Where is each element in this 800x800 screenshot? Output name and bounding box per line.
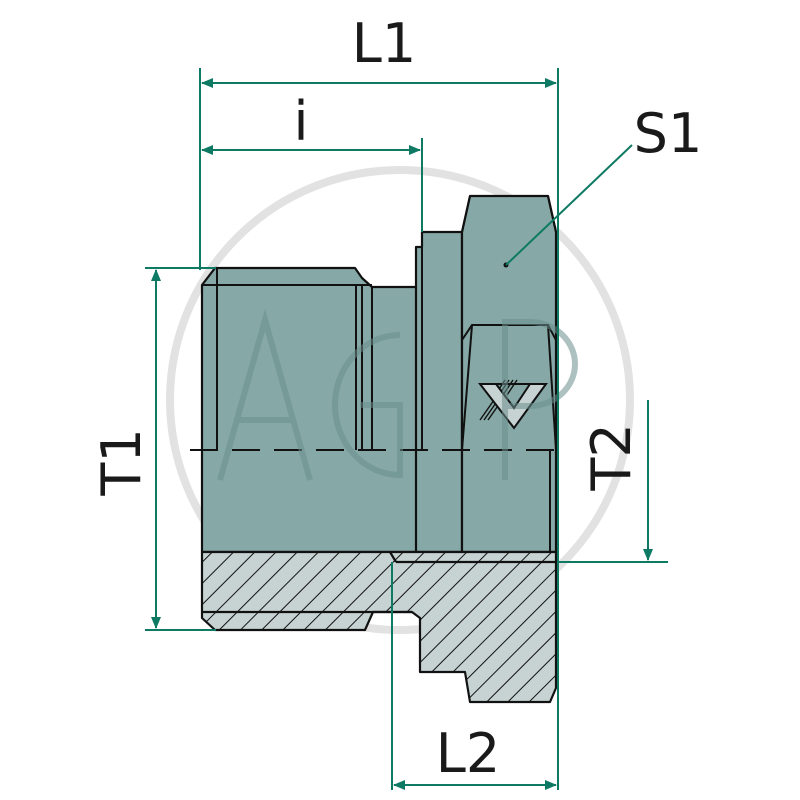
label-T2: T2 xyxy=(580,423,643,491)
label-i: i xyxy=(293,90,308,153)
fitting-body xyxy=(200,194,558,554)
section-view xyxy=(200,550,558,704)
label-T1: T1 xyxy=(90,428,153,496)
dim-S1-leader xyxy=(505,144,633,266)
label-S1: S1 xyxy=(634,102,703,165)
watermark-circle xyxy=(166,166,634,634)
label-L1: L1 xyxy=(352,12,416,75)
dimension-lines xyxy=(145,68,668,790)
body-detail-lines xyxy=(202,195,557,552)
watermark-letters xyxy=(217,308,578,481)
label-L2: L2 xyxy=(436,722,500,785)
